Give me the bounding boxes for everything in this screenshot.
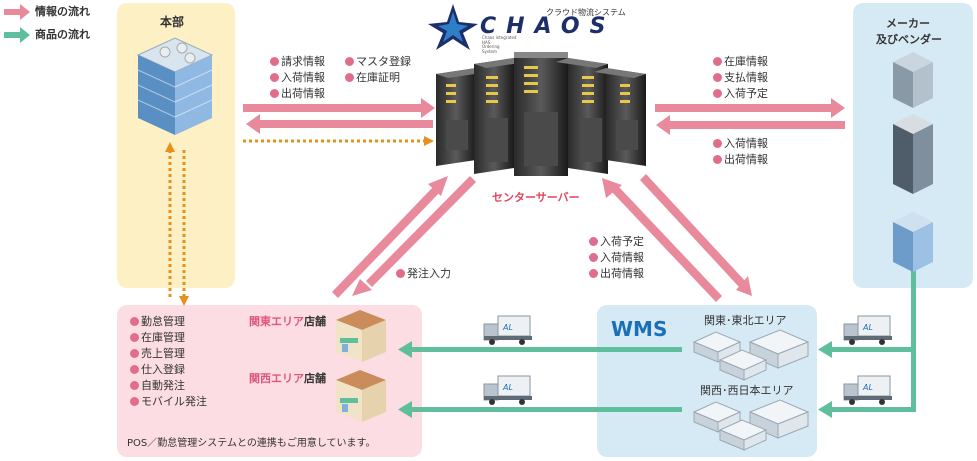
info-item: 発注入力 — [396, 266, 451, 282]
svg-text:AL: AL — [502, 383, 513, 392]
server-vendor-info-list: 在庫情報 支払情報 入荷予定 — [713, 54, 768, 102]
hq-server-info-list-right: マスタ登録 在庫証明 — [345, 54, 411, 86]
arrow-server-to-wms — [640, 174, 752, 296]
wms-info-list: 入荷予定 入荷情報 出荷情報 — [589, 234, 644, 282]
feature-item: 在庫管理 — [130, 330, 207, 346]
feature-item: 売上管理 — [130, 346, 207, 362]
dotted-arrow-hq-stores — [168, 150, 186, 298]
info-item: 支払情報 — [713, 70, 768, 86]
store-shop-icon — [336, 310, 386, 362]
vendor-title-line2: 及びベンダー — [876, 33, 942, 46]
arrow-wms-to-server — [602, 178, 722, 302]
info-item: 入荷情報 — [589, 250, 644, 266]
hq-title: 本部 — [160, 15, 185, 29]
feature-item: モバイル発注 — [130, 394, 207, 410]
feature-item: 仕入登録 — [130, 362, 207, 378]
truck-icon: AL — [483, 315, 532, 345]
wms-title: WMS — [611, 317, 668, 341]
vendor-server-info-list: 入荷情報 出荷情報 — [713, 136, 768, 168]
info-item: マスタ登録 — [345, 54, 411, 70]
store-shop-icon — [336, 370, 386, 422]
goods-flow-arrow-icon — [4, 27, 30, 43]
legend-goods-flow: 商品の流れ — [35, 28, 90, 41]
legend-info-flow: 情報の流れ — [35, 5, 90, 18]
info-item: 入荷情報 — [713, 136, 768, 152]
center-server-label: センターサーバー — [492, 191, 580, 204]
info-item: 入荷予定 — [713, 86, 768, 102]
svg-text:AL: AL — [862, 323, 873, 332]
store-kanto-label: 関東エリア店舗 — [249, 314, 326, 330]
info-item: 在庫情報 — [713, 54, 768, 70]
store-kanto-area: 関東エリア — [249, 315, 304, 328]
arrow-server-to-vendor — [655, 98, 845, 118]
feature-item: 自動発注 — [130, 378, 207, 394]
arrow-vendor-to-server — [656, 115, 845, 135]
logo-subtitle-line: Ordering — [482, 44, 500, 49]
info-item: 入荷情報 — [270, 70, 325, 86]
warehouse-icon — [748, 329, 810, 369]
info-flow-arrow-icon — [4, 4, 30, 20]
info-item: 出荷情報 — [270, 86, 325, 102]
hq-note: POS／勤怠管理システムとの連携もご用意しています。 — [127, 438, 376, 449]
info-item: 在庫証明 — [345, 70, 411, 86]
info-item: 請求情報 — [270, 54, 325, 70]
store-kansai-area: 関西エリア — [249, 372, 304, 385]
vendor-building-icon — [893, 52, 933, 108]
wms-area1: 関東･東北エリア — [704, 314, 787, 327]
store-kanto-suffix: 店舗 — [304, 315, 326, 328]
goods-flow-vendor-to-wms — [818, 270, 916, 418]
hq-server-info-list-left: 請求情報 入荷情報 出荷情報 — [270, 54, 325, 102]
logo-subtitle-line: System — [482, 48, 497, 54]
vendor-building-icon — [893, 114, 933, 194]
logo-subtitle-line: Chaos integrated — [482, 35, 517, 40]
info-item: 出荷情報 — [713, 152, 768, 168]
warehouse-icon — [718, 349, 768, 381]
store-kansai-label: 関西エリア店舗 — [249, 371, 326, 387]
arrow-store-to-server — [332, 176, 448, 298]
feature-item: 勤怠管理 — [130, 314, 207, 330]
logo-name: CHAOS — [480, 14, 616, 39]
arrow-hq-to-server — [243, 98, 435, 118]
info-item: 入荷予定 — [589, 234, 644, 250]
svg-text:AL: AL — [862, 383, 873, 392]
truck-icon: AL — [483, 375, 532, 405]
goods-flow-wms-to-store — [398, 341, 682, 418]
warehouse-icon — [748, 399, 810, 439]
store-kansai-suffix: 店舗 — [304, 372, 326, 385]
truck-icon: AL — [843, 375, 892, 405]
wms-area2: 関西･西日本エリア — [700, 384, 794, 397]
info-item: 出荷情報 — [589, 266, 644, 282]
arrow-server-to-hq — [246, 114, 433, 134]
logo-tagline: クラウド物流システム — [546, 8, 626, 17]
truck-icon: AL — [843, 315, 892, 345]
warehouse-icon — [718, 419, 768, 451]
svg-text:AL: AL — [502, 323, 513, 332]
logo-subtitle-line: HAS — [482, 39, 491, 45]
arrow-server-to-store — [352, 176, 476, 296]
vendor-building-icon — [893, 212, 933, 272]
hq-feature-list: 勤怠管理 在庫管理 売上管理 仕入登録 自動発注 モバイル発注 — [130, 314, 207, 410]
store-order-info: 発注入力 — [396, 266, 451, 282]
vendor-title-line1: メーカー — [886, 17, 930, 30]
logo-subtitle: Chaos integrated HAS Ordering System — [482, 35, 517, 54]
